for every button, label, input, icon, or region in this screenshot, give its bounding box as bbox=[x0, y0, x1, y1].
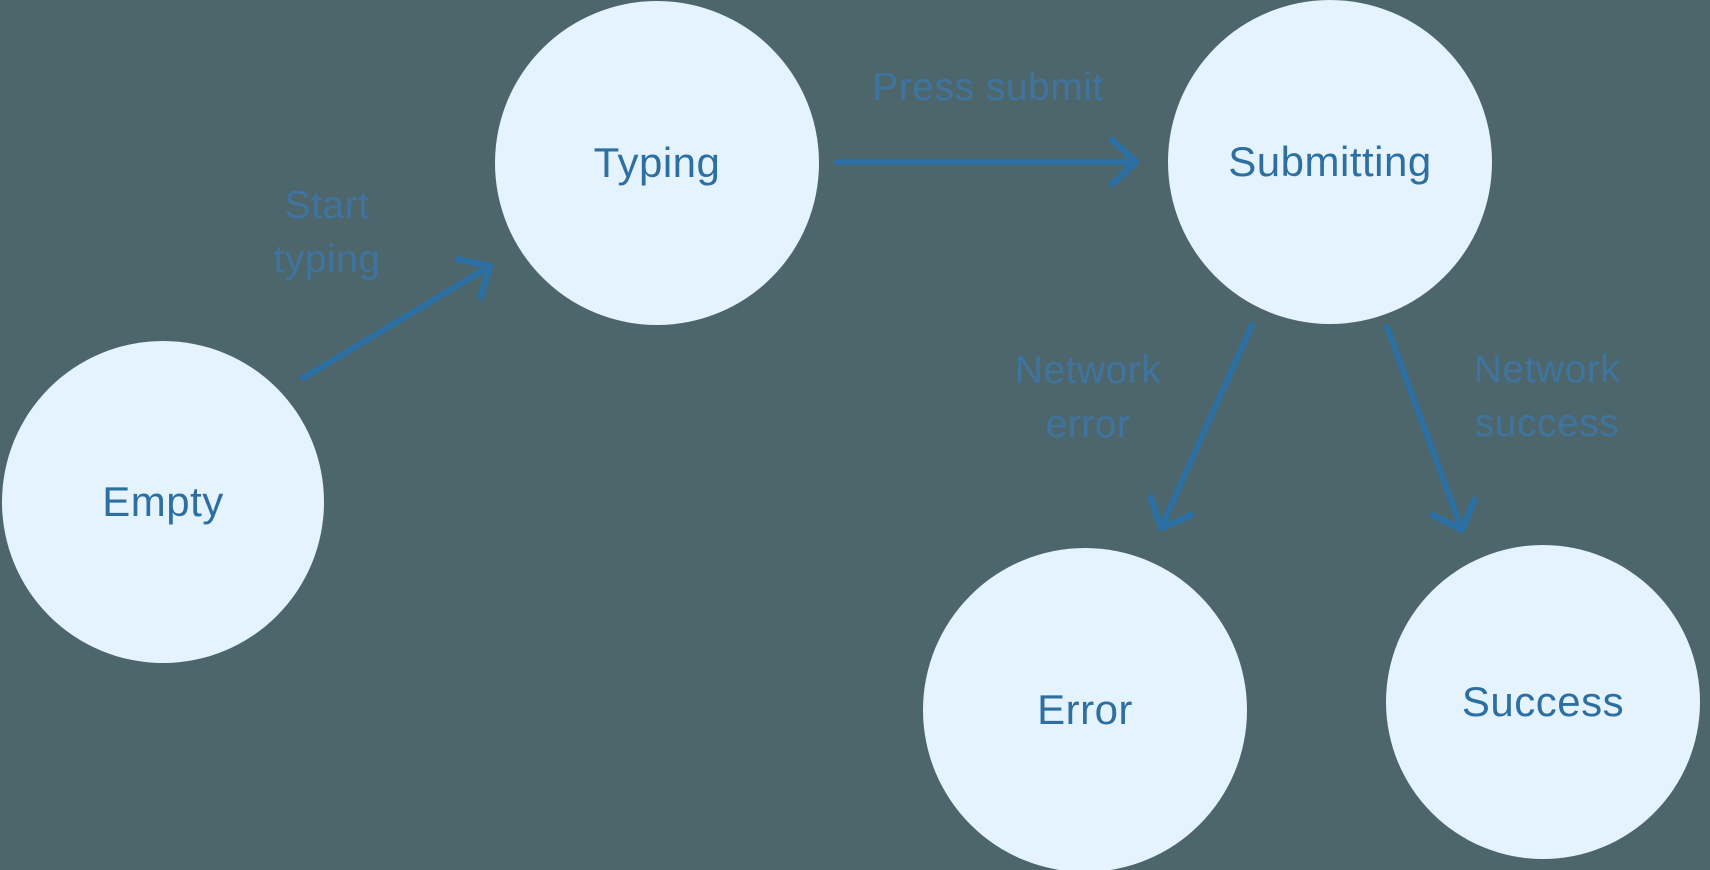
state-node-empty-label: Empty bbox=[102, 478, 224, 525]
edge-label-network-error: Network error bbox=[1014, 349, 1162, 446]
state-node-typing: Typing bbox=[495, 1, 819, 325]
state-node-success: Success bbox=[1386, 545, 1700, 859]
state-node-submitting-label: Submitting bbox=[1228, 138, 1432, 185]
state-node-error: Error bbox=[923, 548, 1247, 870]
state-node-error-label: Error bbox=[1037, 686, 1133, 733]
edge-arrow-network-success bbox=[1384, 324, 1478, 534]
state-node-success-label: Success bbox=[1461, 678, 1625, 725]
edge-arrow-network-error bbox=[1147, 322, 1255, 532]
edge-arrow-start-typing bbox=[300, 256, 494, 381]
state-node-submitting: Submitting bbox=[1168, 0, 1492, 324]
state-node-empty: Empty bbox=[2, 341, 324, 663]
edge-label-start-typing: Start typing bbox=[273, 184, 381, 281]
state-node-typing-label: Typing bbox=[593, 139, 721, 186]
edge-label-press-submit: Press submit bbox=[872, 66, 1104, 109]
edge-label-network-success: Network success bbox=[1473, 348, 1621, 445]
